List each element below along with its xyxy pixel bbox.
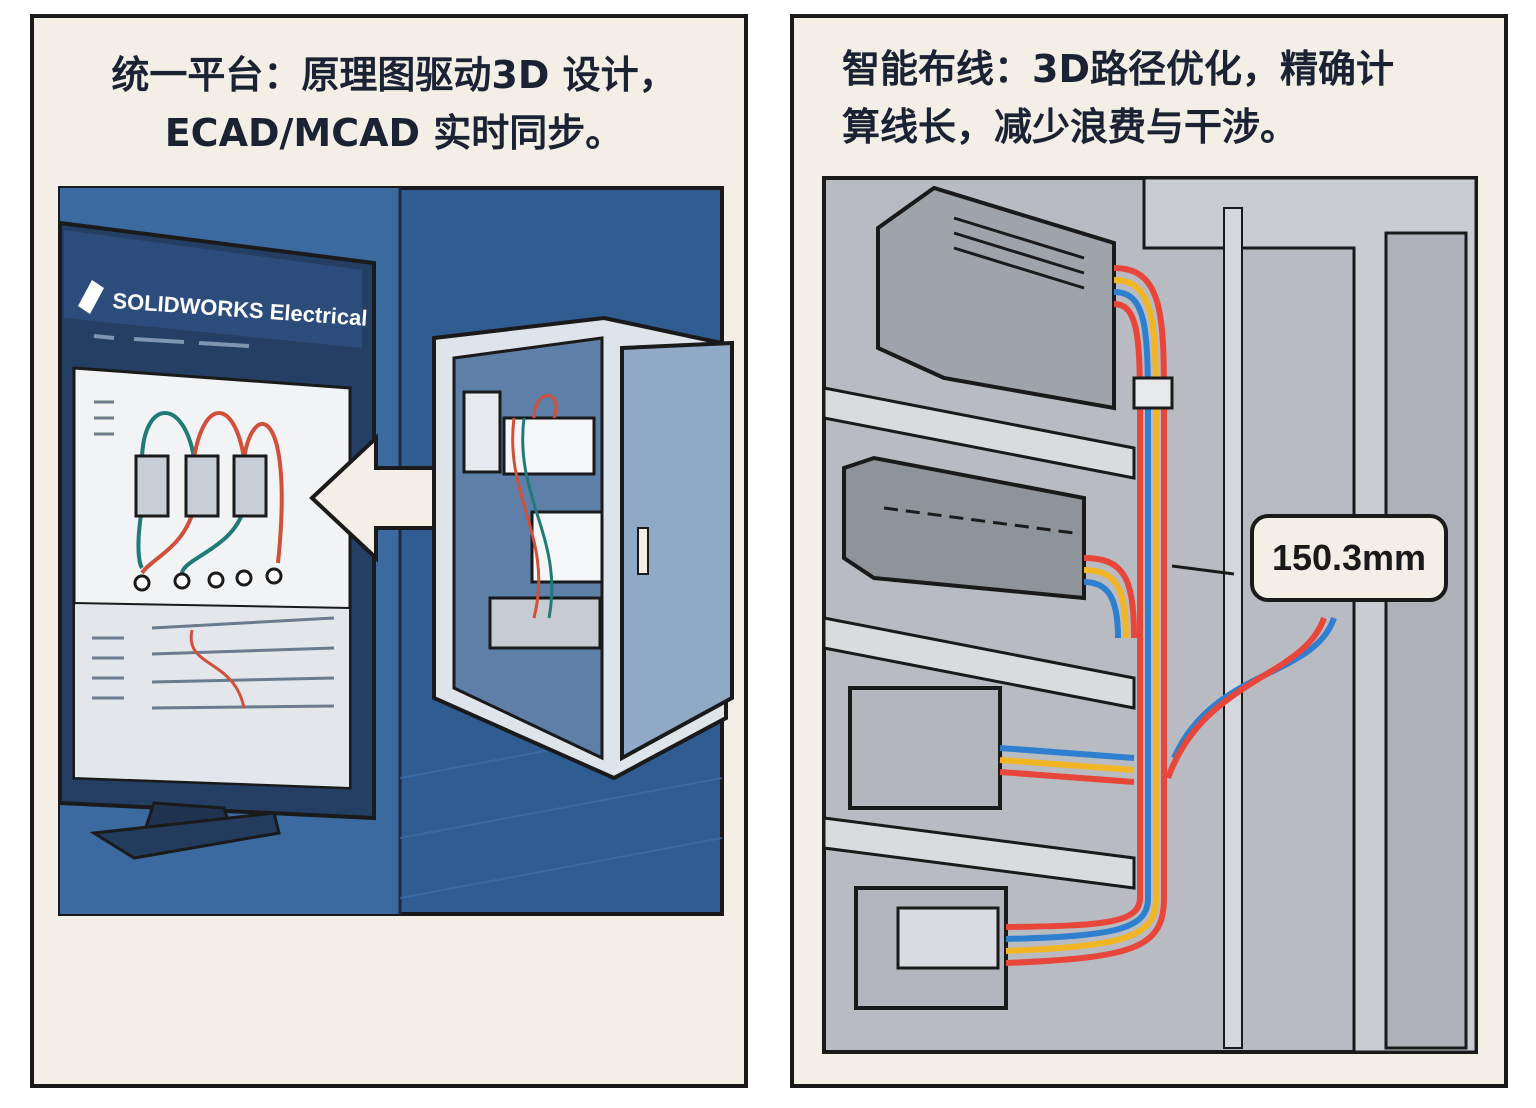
left-illustration: SOLIDWORKS Electrical: [58, 186, 734, 916]
wire-length-label: 150.3mm: [1271, 537, 1427, 578]
right-caption-line1: 智能布线：3D路径优化，精确计: [842, 47, 1394, 91]
ds-logo-icon: [78, 280, 104, 314]
schematic-drawing: [133, 411, 284, 592]
electrical-cabinet: [432, 315, 734, 781]
right-illustration: [822, 176, 1478, 1054]
cable-clamp: [1132, 376, 1174, 410]
wire-length-callout: 150.3mm: [1250, 514, 1448, 602]
relay-module: [848, 686, 1002, 810]
left-panel: 统一平台：原理图驱动3D 设计， ECAD/MCAD 实时同步。: [30, 14, 748, 1088]
monitor: [58, 220, 376, 860]
cable-bundle: [999, 265, 1337, 966]
power-supply-module: [876, 185, 1116, 411]
right-caption-line2: 算线长，减少浪费与干涉。: [842, 105, 1299, 149]
terminal-module: [842, 455, 1086, 601]
left-caption-line1: 统一平台：原理图驱动3D 设计，: [111, 53, 677, 97]
right-panel: 智能布线：3D路径优化，精确计 算线长，减少浪费与干涉。: [790, 14, 1508, 1088]
left-caption-line2: ECAD/MCAD 实时同步。: [164, 111, 624, 155]
din-rails: [822, 386, 1136, 890]
right-caption: 智能布线：3D路径优化，精确计 算线长，减少浪费与干涉。: [842, 40, 1482, 156]
left-caption: 统一平台：原理图驱动3D 设计， ECAD/MCAD 实时同步。: [74, 46, 714, 162]
